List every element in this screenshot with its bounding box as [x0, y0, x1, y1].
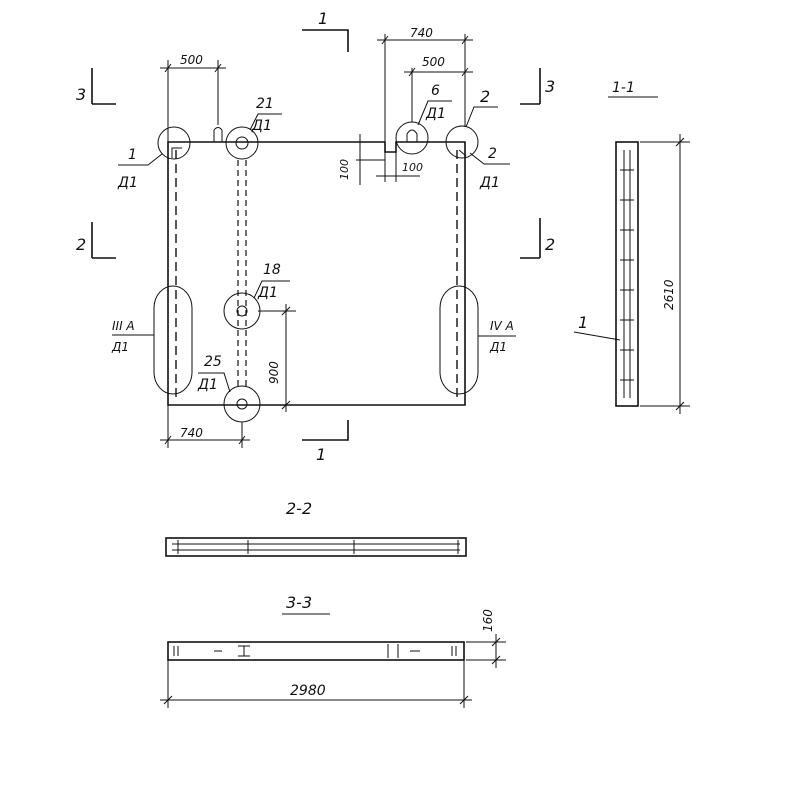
dim-2610-line	[640, 134, 690, 414]
section-mark-2-right	[520, 218, 541, 259]
callout-circle-25-inner	[236, 398, 248, 410]
callout-label-1-num: 1	[128, 147, 137, 163]
dim-100-h-line	[376, 152, 420, 182]
callout-label-IVA-num: IV А	[490, 319, 514, 333]
section-3-3-details	[173, 644, 457, 658]
dim-100-horizontal: 100	[402, 161, 423, 174]
callout-circle-2	[445, 125, 479, 159]
section-mark-3-left	[91, 68, 116, 105]
callout-label-6-sheet: Д1	[425, 106, 446, 122]
plan-view: 1 Д1 21 Д1 6 Д1 2 2 Д1 18 Д1 25 Д1 III А…	[76, 9, 555, 464]
callout-label-6-num: 6	[431, 83, 440, 99]
dim-900-line	[258, 304, 296, 412]
leader-25	[198, 372, 231, 393]
callout-label-2-sheet: Д1	[479, 175, 500, 191]
dim-100-vertical: 100	[338, 159, 351, 180]
dim-500-left-line	[160, 60, 226, 142]
dim-2610: 2610	[662, 279, 676, 310]
dim-100-v-line	[356, 134, 385, 185]
section-1-1-rebar	[620, 150, 634, 398]
callout-label-25-sheet: Д1	[197, 377, 218, 393]
callout-label-IVA-sheet: Д1	[489, 340, 507, 354]
callout-label-IIIA-sheet: Д1	[111, 340, 129, 354]
dim-160-line	[466, 634, 506, 668]
leader-21	[249, 113, 282, 131]
callout-label-1-sheet: Д1	[117, 175, 138, 191]
section-3-3-body	[167, 641, 465, 661]
section-label-1-top: 1	[318, 9, 328, 28]
corner-mark-left	[171, 147, 182, 158]
section-3-3: 3-3 160 2980	[160, 593, 506, 708]
callout-circle-21-inner	[235, 136, 249, 150]
title-section-3-3: 3-3	[286, 593, 312, 612]
dim-500-right-line	[404, 68, 473, 122]
callout-oval-IVA	[439, 285, 479, 395]
dim-500-right: 500	[422, 55, 445, 69]
corner-mark-right	[458, 149, 467, 157]
callout-label-2-top-num: 2	[480, 87, 490, 106]
dim-740-top-line	[377, 34, 473, 142]
callout-circle-1	[157, 126, 191, 160]
dim-160-ticks	[491, 637, 501, 665]
leader-18	[253, 280, 290, 299]
section-2-2-inner	[172, 540, 460, 554]
top-slot	[213, 127, 223, 142]
title-section-2-2: 2-2	[286, 499, 312, 518]
dim-740-bottom: 740	[180, 426, 203, 440]
section-1-1: 1-1 2610 1	[573, 80, 690, 414]
section-label-2-right: 2	[545, 235, 555, 254]
section-mark-3-right	[520, 68, 541, 105]
callout-circle-18	[223, 292, 261, 330]
callout-label-2-right-num: 2	[488, 146, 497, 162]
callout-label-IIIA-num: III А	[112, 319, 135, 333]
dim-2610-ticks	[675, 137, 685, 411]
callout-oval-IIIA	[153, 285, 193, 395]
dim-740-top: 740	[410, 26, 433, 40]
section-label-1-bottom: 1	[316, 445, 326, 464]
callout-label-21-sheet: Д1	[251, 118, 272, 134]
dim-900: 900	[267, 361, 281, 384]
leader-6	[417, 100, 452, 126]
dim-2980: 2980	[290, 683, 326, 699]
callout-label-25-num: 25	[204, 354, 222, 370]
dim-500-left: 500	[180, 53, 203, 67]
section-2-2-body	[165, 537, 467, 557]
callout-circle-21	[225, 126, 259, 160]
leader-1	[118, 153, 163, 166]
dim-740-bottom-ticks	[164, 435, 246, 445]
dim-500-right-ticks	[408, 67, 469, 77]
section-mark-1-top	[302, 29, 349, 52]
section-2-2: 2-2	[165, 499, 467, 557]
leader-2-top	[465, 106, 498, 128]
dim-2980-ticks	[163, 695, 469, 705]
dim-900-ticks	[281, 306, 291, 410]
callout-circle-6	[395, 121, 429, 155]
dim-740-bottom-line	[160, 405, 250, 448]
callout-label-18-num: 18	[263, 262, 281, 278]
callout-6-loop	[406, 129, 418, 142]
section-label-2-left: 2	[76, 235, 86, 254]
section-1-1-callout: 1	[578, 313, 588, 332]
dim-160: 160	[481, 609, 495, 632]
dim-740-top-ticks	[381, 35, 469, 45]
dim-500-left-ticks	[164, 63, 222, 73]
section-1-1-body	[615, 141, 639, 407]
leader-2-right	[469, 152, 510, 165]
callout-label-21-num: 21	[256, 96, 274, 112]
leader-section-1	[573, 331, 621, 341]
section-mark-2-left	[91, 222, 116, 259]
callout-label-18-sheet: Д1	[257, 285, 278, 301]
section-label-3-left: 3	[76, 85, 86, 104]
title-section-1-1: 1-1	[612, 80, 635, 96]
section-mark-1-bottom	[302, 420, 349, 441]
section-label-3-right: 3	[545, 77, 555, 96]
callout-circle-18-inner	[236, 305, 248, 317]
